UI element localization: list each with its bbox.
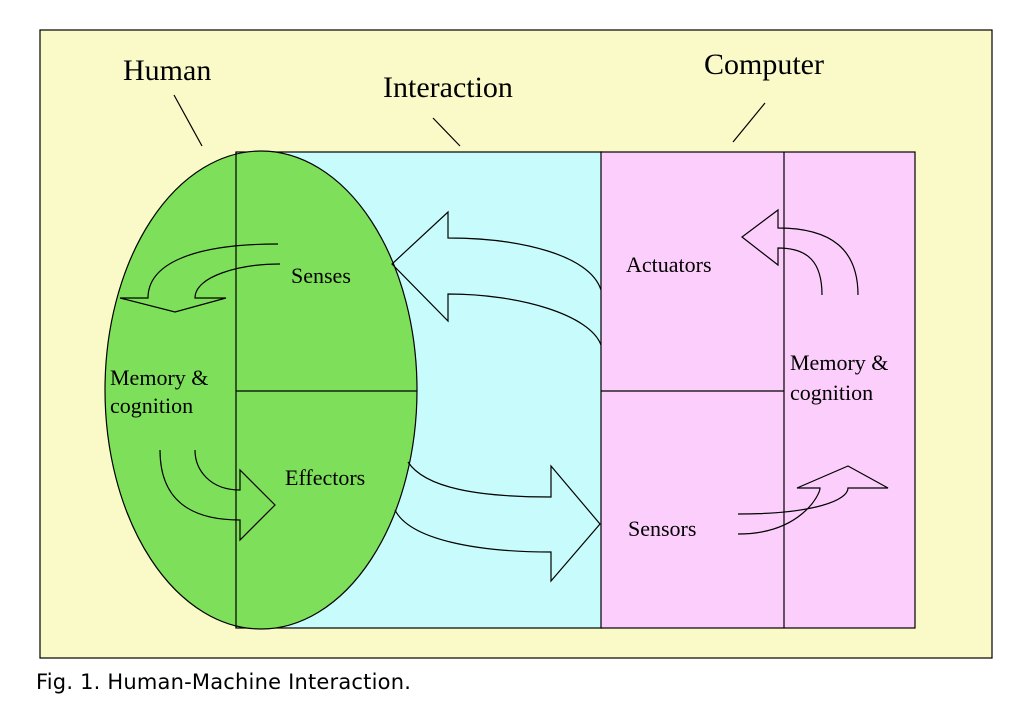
computer-title: Computer	[704, 48, 824, 81]
sensors-to-memory-arrow	[737, 465, 889, 535]
senses-label: Senses	[291, 263, 351, 288]
computer-region	[600, 151, 916, 629]
interaction-pointer-line	[432, 117, 461, 147]
actuators-label: Actuators	[626, 252, 712, 277]
effectors-to-sensors-arrow	[394, 461, 601, 583]
figure-caption: Fig. 1. Human-Machine Interaction.	[36, 670, 412, 694]
human-title: Human	[123, 54, 211, 87]
human-memory-label-line1: Memory &	[110, 365, 208, 390]
human-region	[104, 150, 418, 630]
computer-memory-label-line1: Memory &	[790, 350, 888, 375]
interaction-title: Interaction	[383, 71, 513, 104]
computer-memory-label-line2: cognition	[790, 380, 873, 405]
sensors-label: Sensors	[628, 516, 696, 541]
senses-to-memory-arrow	[119, 243, 281, 313]
memory-to-effectors-arrow	[159, 449, 276, 542]
human-pointer-line	[173, 94, 203, 147]
memory-to-actuators-arrow	[741, 208, 859, 296]
human-memory-label-line2: cognition	[110, 393, 193, 418]
actuators-to-senses-arrow	[391, 210, 602, 346]
computer-pointer-line	[732, 102, 766, 143]
effectors-label: Effectors	[285, 465, 365, 490]
